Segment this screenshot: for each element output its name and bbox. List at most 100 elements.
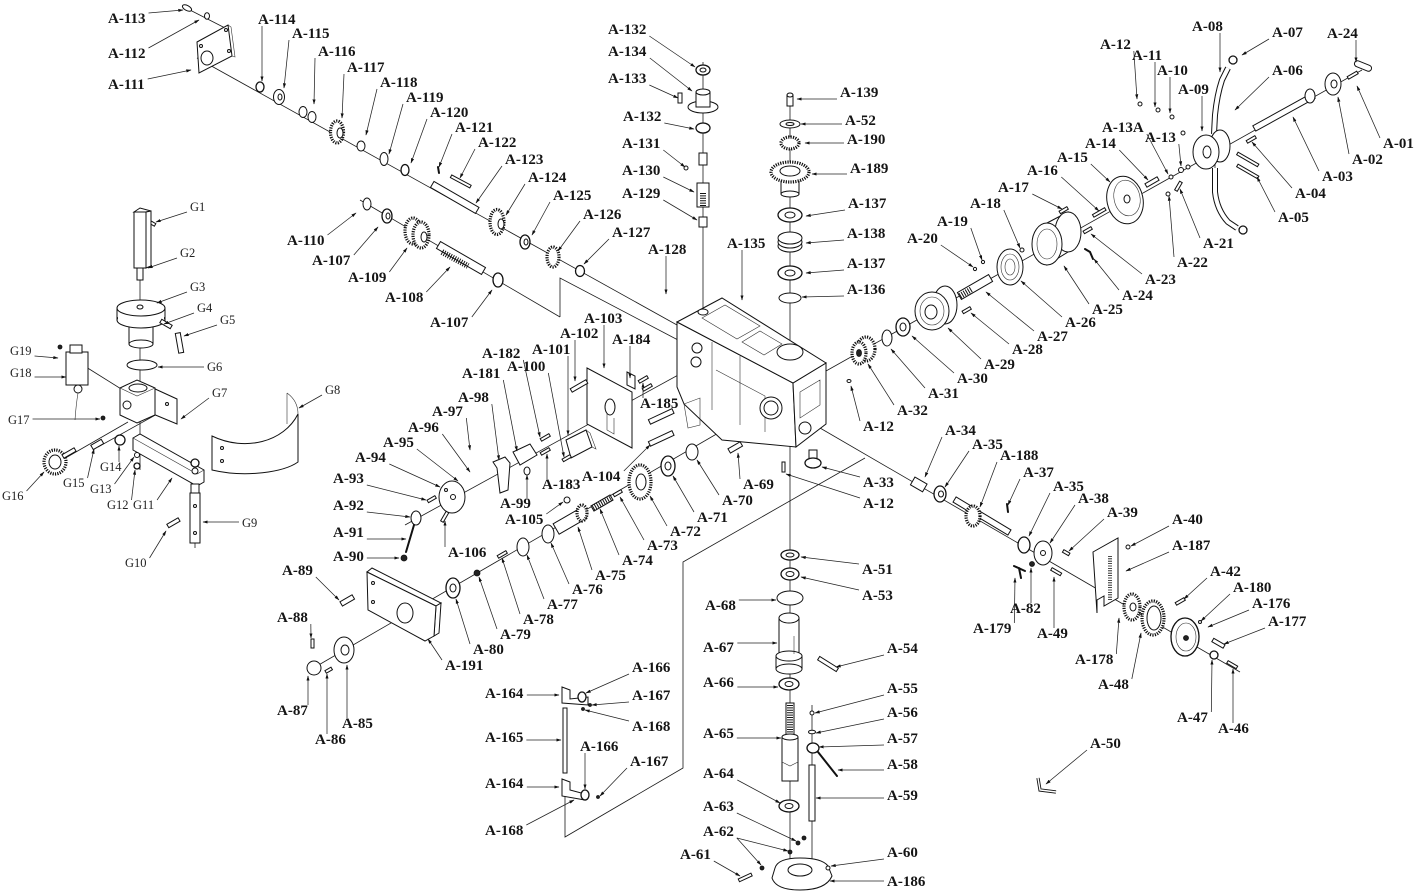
part-a-134-top — [695, 88, 711, 96]
leader-arrow — [501, 557, 521, 615]
callout-a-189: A-189 — [850, 161, 888, 177]
center-front-parts — [306, 367, 822, 676]
leader-arrow — [526, 799, 575, 826]
part-g7-block-edge — [119, 387, 156, 397]
part-a-182-screw — [539, 432, 552, 442]
lower-right-axis-parts — [909, 476, 1239, 794]
callout-a-69: A-69 — [743, 477, 774, 493]
part-a-52-bore — [785, 122, 795, 126]
bracket-parts — [561, 686, 600, 801]
callout-a-53: A-53 — [862, 588, 893, 604]
callout-a-26: A-26 — [1065, 315, 1096, 331]
callout-a-72: A-72 — [670, 524, 701, 540]
callout-g18: G18 — [10, 366, 32, 380]
part-g2-bar-side — [145, 210, 152, 269]
part-g15-screw — [90, 438, 105, 451]
callout-a-106: A-106 — [448, 545, 487, 561]
leader-arrow — [147, 257, 178, 269]
left-shaft-parts — [362, 197, 504, 288]
callout-a-123: A-123 — [505, 152, 543, 168]
leader-arrow — [649, 57, 693, 92]
part-a-111-hole — [227, 49, 231, 53]
part-g7-block — [119, 379, 156, 424]
callout-a-30: A-30 — [957, 371, 988, 387]
callout-a-178: A-178 — [1075, 652, 1113, 668]
leader-arrow — [599, 767, 628, 797]
callout-a-52: A-52 — [845, 113, 876, 129]
callout-a-125: A-125 — [553, 188, 591, 204]
leader-arrow — [584, 709, 630, 722]
leader-arrow — [830, 858, 885, 867]
part-a-111-plate — [196, 24, 233, 74]
callout-a-16: A-16 — [1027, 163, 1058, 179]
leader-arrow — [1003, 209, 1021, 249]
part-a-25-drum-front — [1031, 222, 1063, 266]
leader-arrow — [940, 244, 974, 268]
callout-a-42: A-42 — [1210, 564, 1241, 580]
leader-arrow — [491, 403, 500, 461]
callout-g2: G2 — [180, 246, 195, 260]
callout-a-10: A-10 — [1157, 63, 1188, 79]
leader-arrow — [156, 477, 173, 501]
leader-arrow — [183, 324, 218, 337]
callout-a-34: A-34 — [945, 423, 976, 439]
part-a-104-pin — [647, 408, 675, 425]
leader-arrow — [1061, 176, 1100, 212]
callout-a-63: A-63 — [703, 799, 734, 815]
part-a-30-bore — [899, 322, 907, 332]
callout-a-25: A-25 — [1092, 302, 1123, 318]
part-a-17-screw — [1058, 205, 1070, 215]
leader-arrow — [713, 860, 741, 877]
part-a-167-screw — [596, 795, 600, 799]
part-a-72-hub — [635, 473, 647, 491]
callout-a-137: A-137 — [848, 196, 887, 212]
callout-a-121: A-121 — [455, 120, 493, 136]
callout-a-15: A-15 — [1057, 150, 1088, 166]
leader-arrow — [426, 266, 451, 293]
callout-g14: G14 — [100, 460, 122, 474]
callout-g8: G8 — [325, 383, 340, 397]
part-g8-hole — [220, 459, 224, 463]
callout-a-96: A-96 — [408, 420, 439, 436]
part-a-168-screw — [581, 707, 585, 711]
part-a-118-collar — [356, 140, 366, 152]
leader-arrow — [438, 133, 453, 168]
callout-a-104: A-104 — [582, 469, 621, 485]
part-g18-switch — [65, 351, 89, 386]
leader-arrow — [591, 701, 630, 707]
callout-a-138: A-138 — [847, 226, 885, 242]
part-a-53-bore — [785, 571, 795, 577]
callout-a-119: A-119 — [406, 90, 444, 106]
part-a-39-screw — [1061, 548, 1071, 557]
callout-a-75: A-75 — [595, 568, 626, 584]
part-a-189-face — [779, 165, 801, 177]
upper-right-axis-parts — [846, 55, 1373, 383]
callout-a-107: A-107 — [430, 315, 469, 331]
housing-left-boss — [690, 356, 702, 368]
callout-a-11: A-11 — [1132, 48, 1162, 64]
callout-a-100: A-100 — [507, 359, 545, 375]
part-a-67-quill-top — [778, 612, 800, 624]
leader-arrow — [1210, 659, 1214, 713]
callout-a-139: A-139 — [840, 85, 878, 101]
leader-arrow — [1256, 176, 1276, 213]
leader-arrow — [805, 269, 845, 275]
part-a-132-bearing — [695, 122, 711, 134]
callout-a-68: A-68 — [705, 598, 736, 614]
leader-arrow — [1131, 632, 1142, 680]
leader-arrow — [1356, 85, 1381, 139]
part-a-62-nut — [759, 865, 765, 871]
callout-a-167: A-167 — [630, 754, 669, 770]
part-a-91-rod — [405, 524, 415, 553]
part-a-13-nut — [1178, 167, 1184, 173]
leader-arrow — [924, 436, 943, 478]
callout-a-02: A-02 — [1352, 152, 1383, 168]
callout-a-122: A-122 — [478, 135, 516, 151]
part-a-67-quill-flange-bottom — [775, 663, 803, 675]
leader-arrow — [1093, 258, 1120, 291]
leader-arrow — [131, 469, 137, 501]
upper-left-shaft-parts — [181, 4, 586, 278]
part-a-63-screw — [795, 840, 801, 846]
part-a-109-hub — [420, 231, 428, 243]
part-a-99-part — [523, 466, 531, 476]
